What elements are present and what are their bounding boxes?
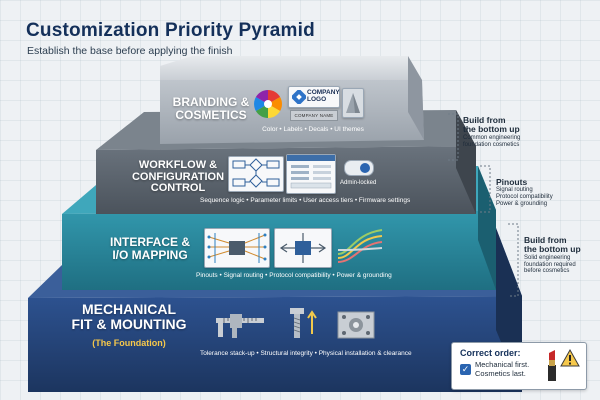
level-mechanical-title: MECHANICAL FIT & MOUNTING [64,302,194,331]
level-mechanical-title-line-2: FIT & MOUNTING [71,315,187,332]
level-interface-side [478,166,496,290]
page-title: Customization Priority Pyramid [26,20,315,41]
level-interface-title-line-1: INTERFACE & [109,235,190,249]
caliper-icon [216,314,264,338]
side-note-1-heading-line-1: Build from [463,115,506,125]
level-workflow-side [456,110,476,214]
warning-icon [560,349,580,367]
side-note-1-body-line-1: Common engineering [463,134,521,141]
level-workflow-title: WORKFLOW & CONFIGURATION CONTROL [126,159,230,195]
toggle-switch-icon [344,160,374,176]
correct-order-title: Correct order: [460,348,521,358]
side-note-3-body-line-1: Solid engineering [524,254,571,261]
level-workflow-title-line-2: CONFIGURATION [131,170,225,183]
level-mechanical-title-line-1: MECHANICAL [81,301,177,317]
side-note-2-heading: Pinouts [496,177,528,187]
side-guide-lines [448,113,519,297]
level-branding-title: BRANDING & COSMETICS [164,96,258,121]
side-note-3-body-line-3: before cosmetics [524,268,570,275]
level-mechanical-subtitle: Tolerance stack-up • Structural integrit… [200,350,412,357]
side-note-2: Pinouts Signal routing Protocol compatib… [496,177,553,208]
correct-order-line-2: Cosmetics last. [475,368,526,378]
side-note-3: Build from the bottom up Solid engineeri… [524,235,581,275]
checkbox-icon: ✓ [460,364,471,375]
level-workflow-title-line-1: WORKFLOW & [138,159,218,171]
level-workflow-subtitle: Sequence logic • Parameter limits • User… [200,197,411,204]
level-interface-subtitle: Pinouts • Signal routing • Protocol comp… [196,272,392,279]
signal-routing-icon [274,228,332,268]
foundation-note: (The Foundation) [92,338,166,348]
correct-order-box: Correct order: ✓ Mechanical first. Cosme… [451,342,587,390]
level-branding-title-line-1: BRANDING & [172,95,250,109]
bolt-icon [290,308,317,338]
lipstick-icon [548,350,556,381]
side-note-2-body-line-1: Signal routing [496,187,533,194]
logo-text-line-1: COMPANY [307,89,340,96]
company-logo-icon: COMPANY LOGO [288,86,340,108]
guide-bracket-2 [480,165,491,213]
level-interface-title: INTERFACE & I/O MAPPING [100,236,200,261]
flowchart-icon [228,156,284,192]
logo-text-line-2: LOGO [307,95,327,103]
wiring-harness-icon [337,229,383,263]
color-wheel-icon [252,88,284,120]
level-branding-title-line-2: COSMETICS [175,107,247,122]
admin-locked-label: Admin-locked [340,180,377,186]
nameplate-icon: COMPANY NAME [290,110,338,121]
level-interface-title-line-2: I/O MAPPING [112,247,188,262]
side-note-3-heading-line-1: Build from [524,235,567,245]
circuit-board-icon [204,228,270,268]
side-note-3-body-line-2: foundation required [524,261,576,268]
guide-bracket-1 [448,113,459,161]
paint-sample-icon [342,88,364,118]
side-note-1: Build from the bottom up Common engineer… [463,115,521,148]
side-note-3-heading-line-2: the bottom up [524,244,581,255]
correct-order-line-1: Mechanical first. [475,360,530,369]
level-mechanical-front [28,296,522,392]
correct-order-text: Mechanical first. Cosmetics last. [475,360,530,378]
page-subtitle: Establish the base before applying the f… [27,45,233,57]
side-note-2-body-line-3: Power & grounding [496,201,548,208]
settings-window-icon [286,154,336,194]
level-branding-side [408,56,424,140]
level-branding-subtitle: Color • Labels • Decals • UI themes [262,126,364,133]
side-note-1-heading-line-2: the bottom up [463,124,520,135]
side-note-2-body-line-2: Protocol compatibility [496,194,553,201]
guide-bracket-3 [508,223,519,297]
level-branding-top [160,56,422,80]
side-note-1-body-line-2: foundation cosmetics [463,141,520,148]
mounting-bracket-icon [337,311,375,339]
level-workflow-title-line-3: CONTROL [150,182,206,195]
